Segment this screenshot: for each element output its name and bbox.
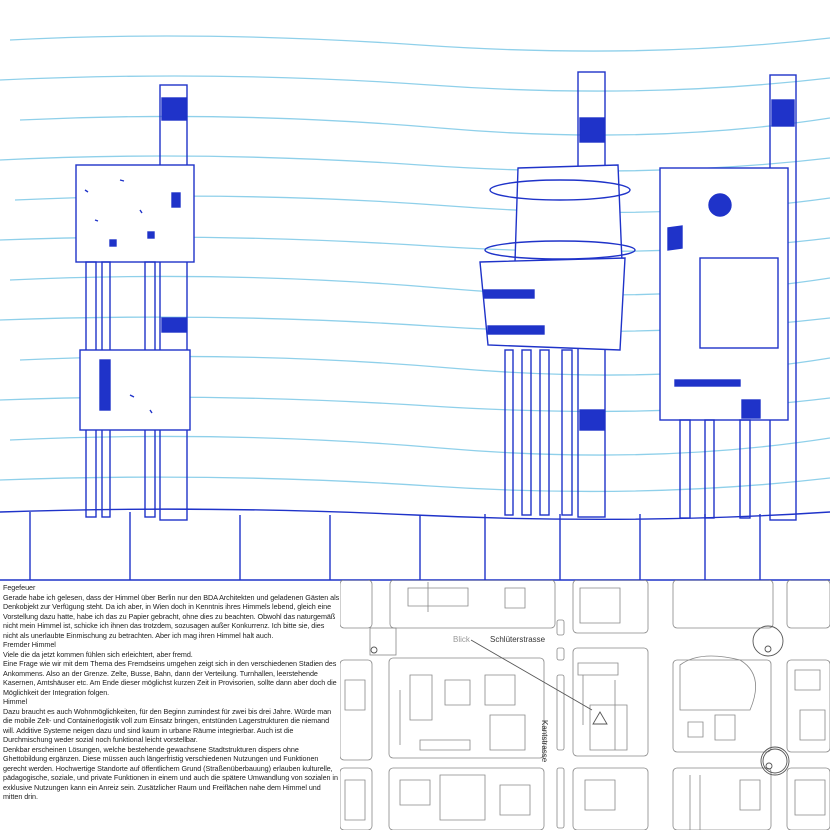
heading-fremder-himmel: Fremder Himmel [3, 640, 56, 649]
heading-fegefeuer: Fegefeuer [3, 583, 36, 592]
street-label-schlueterstrasse: Schlüterstrasse [490, 635, 546, 644]
paragraph: Denkbar erscheinen Lösungen, welche best… [3, 744, 338, 802]
paragraph: Dazu braucht es auch Wohnmöglichkeiten, … [3, 706, 332, 745]
middle-tower [479, 71, 636, 518]
right-tower [659, 74, 797, 521]
paragraph: Gerade habe ich gelesen, dass der Himmel… [3, 592, 340, 640]
paragraph: Viele die da jetzt kommen fühlen sich er… [3, 649, 193, 659]
ground-wall [0, 508, 830, 581]
marker-circle [752, 625, 784, 657]
street-label-kantstrasse: Kantstrasse [540, 720, 549, 763]
paragraph: Eine Frage wie wir mit dem Thema des Fre… [3, 659, 337, 697]
heading-himmel: Himmel [3, 697, 28, 706]
tower-sketch [0, 35, 830, 581]
blick-label: Blick [453, 635, 470, 644]
marker-circle [760, 746, 790, 776]
left-tower [75, 84, 195, 521]
view-triangle [592, 711, 608, 725]
view-line [470, 639, 593, 711]
site-map: Blick Schlüterstrasse Kantstrasse [340, 580, 830, 830]
description-text: Fegefeuer Gerade habe ich gelesen, dass … [3, 583, 340, 802]
